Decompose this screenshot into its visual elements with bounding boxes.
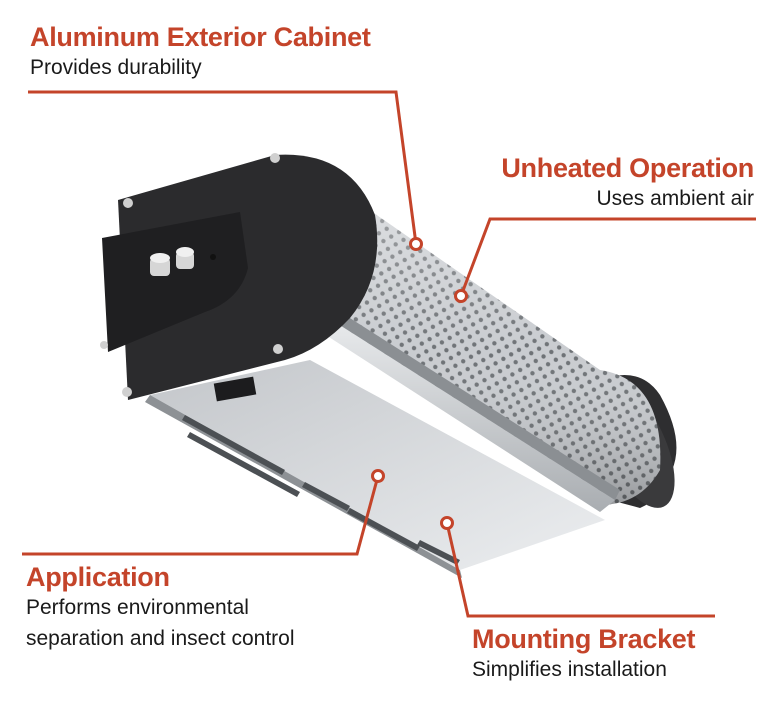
perforated-mesh-cylinder <box>330 200 661 505</box>
callout-aluminum-cabinet: Aluminum Exterior Cabinet Provides durab… <box>30 22 371 83</box>
callout-description-line-2: separation and insect control <box>26 627 295 650</box>
callout-unheated-operation: Unheated Operation Uses ambient air <box>501 153 754 214</box>
callout-description: Simplifies installation <box>472 658 667 681</box>
front-end-cap <box>100 153 378 402</box>
callout-title: Unheated Operation <box>501 153 754 183</box>
bottom-panel <box>145 360 605 578</box>
callout-title: Mounting Bracket <box>472 624 696 654</box>
callout-description: Provides durability <box>30 56 202 79</box>
callout-mounting-bracket: Mounting Bracket Simplifies installation <box>472 624 696 685</box>
callout-description-line-1: Performs environmental <box>26 596 249 619</box>
control-knobs <box>150 247 216 276</box>
intake-strip <box>318 313 620 512</box>
callout-title: Aluminum Exterior Cabinet <box>30 22 371 52</box>
callout-points <box>371 237 468 530</box>
callout-application: Application Performs environmental separ… <box>26 562 295 654</box>
callout-description: Uses ambient air <box>596 187 754 210</box>
leader-lines <box>22 90 756 618</box>
callout-title: Application <box>26 562 170 592</box>
